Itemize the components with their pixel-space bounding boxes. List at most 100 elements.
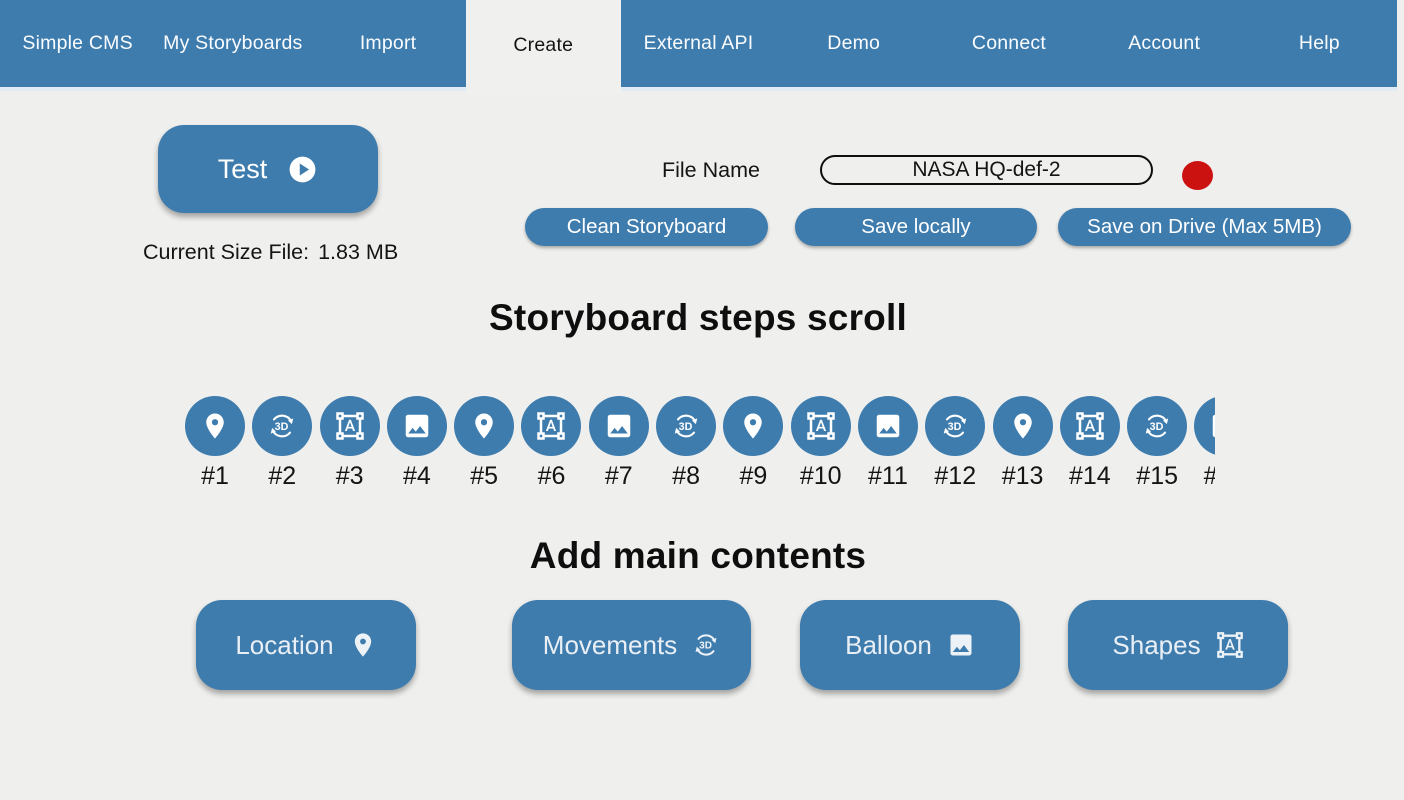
- nav-item-import[interactable]: Import: [310, 0, 466, 91]
- storyboard-step-label: #8: [672, 462, 700, 490]
- add-movements-button[interactable]: Movements 3D: [512, 600, 751, 690]
- storyboard-steps-title: Storyboard steps scroll: [489, 297, 907, 338]
- storyboard-step-12: 3D #12: [925, 396, 986, 491]
- nav-item-my-storyboards[interactable]: My Storyboards: [155, 0, 311, 91]
- storyboard-step-label: #2: [268, 462, 297, 490]
- storyboard-step-14: #14: [1059, 396, 1120, 491]
- add-balloon-label: Balloon: [845, 629, 932, 660]
- add-movements-label: Movements: [542, 629, 678, 660]
- current-file-size: Current Size File: 1.83 MB: [143, 240, 443, 265]
- 3d-rotation-icon: 3D: [940, 411, 970, 441]
- svg-text:3D: 3D: [699, 641, 712, 652]
- play-circle-icon: [287, 154, 318, 185]
- storyboard-step-label: #10: [799, 462, 842, 490]
- image-icon: [604, 411, 634, 441]
- nav-item-demo[interactable]: Demo: [776, 0, 932, 91]
- test-button-label: Test: [217, 153, 268, 184]
- storyboard-step-15: 3D #15: [1127, 396, 1188, 491]
- nav-item-help[interactable]: Help: [1241, 0, 1397, 91]
- storyboard-step-10: #10: [790, 396, 851, 491]
- image-icon: [947, 631, 975, 659]
- current-file-size-label: Current Size File:: [143, 240, 310, 264]
- storyboard-step-label: #12: [934, 462, 977, 490]
- storyboard-step-button-12[interactable]: 3D: [925, 396, 986, 456]
- storyboard-step-button-11[interactable]: [857, 396, 918, 456]
- image-icon: [1209, 411, 1215, 441]
- svg-text:3D: 3D: [679, 421, 693, 433]
- storyboard-step-9: #9: [723, 396, 784, 491]
- storyboard-step-3: #3: [319, 396, 380, 491]
- storyboard-step-button-3[interactable]: [319, 396, 380, 456]
- storyboard-step-button-16[interactable]: [1194, 396, 1215, 456]
- storyboard-step-label: #15: [1136, 462, 1179, 490]
- storyboard-step-button-6[interactable]: [521, 396, 582, 456]
- svg-text:3D: 3D: [1150, 421, 1164, 433]
- storyboard-step-1: #1: [185, 396, 245, 491]
- test-button[interactable]: Test: [158, 125, 378, 213]
- storyboard-step-13: #13: [992, 396, 1053, 491]
- 3d-rotation-icon: 3D: [1142, 411, 1172, 441]
- add-main-contents-title: Add main contents: [529, 535, 867, 576]
- image-icon: [873, 411, 903, 441]
- format-shapes-icon: [1075, 411, 1105, 441]
- format-shapes-icon: [536, 411, 566, 441]
- nav-item-simple-cms[interactable]: Simple CMS: [0, 0, 156, 91]
- file-name-input[interactable]: [820, 155, 1153, 185]
- storyboard-step-button-2[interactable]: 3D: [252, 396, 313, 456]
- storyboard-step-label: #13: [1001, 462, 1044, 490]
- nav-item-external-api[interactable]: External API: [620, 0, 777, 91]
- location-pin-icon: [349, 631, 377, 659]
- storyboard-steps-row: #1 3D #2 #3 #4 #5 #6 #7 3D #8 #9 #10 #11 3D #12 #13 #14 3…: [185, 396, 1215, 491]
- storyboard-step-11: #11: [857, 396, 918, 491]
- add-shapes-button[interactable]: Shapes: [1068, 600, 1288, 690]
- nav-item-account[interactable]: Account: [1086, 0, 1242, 91]
- save-locally-button[interactable]: Save locally: [795, 208, 1037, 246]
- clean-storyboard-button[interactable]: Clean Storyboard: [525, 208, 768, 246]
- svg-text:3D: 3D: [275, 421, 289, 433]
- save-on-drive-button[interactable]: Save on Drive (Max 5MB): [1058, 208, 1351, 246]
- storyboard-step-label: #7: [604, 462, 633, 490]
- storyboard-step-button-5[interactable]: [454, 396, 515, 456]
- storyboard-step-button-15[interactable]: 3D: [1127, 396, 1188, 456]
- add-shapes-label: Shapes: [1112, 629, 1201, 660]
- storyboard-step-16: #16: [1194, 396, 1215, 491]
- svg-text:3D: 3D: [948, 421, 962, 433]
- storyboard-step-button-8[interactable]: 3D: [656, 396, 717, 456]
- storyboard-step-5: #5: [454, 396, 515, 491]
- location-pin-icon: [469, 411, 499, 441]
- storyboard-step-label: #11: [868, 462, 908, 490]
- storyboard-step-2: 3D #2: [252, 396, 313, 491]
- storyboard-step-8: 3D #8: [656, 396, 717, 491]
- location-pin-icon: [1008, 411, 1038, 441]
- storyboard-step-button-13[interactable]: [992, 396, 1053, 456]
- 3d-rotation-icon: 3D: [671, 411, 701, 441]
- storyboard-step-button-9[interactable]: [723, 396, 784, 456]
- storyboard-step-button-7[interactable]: [588, 396, 649, 456]
- add-balloon-button[interactable]: Balloon: [800, 600, 1020, 690]
- storyboard-step-7: #7: [588, 396, 649, 491]
- add-location-label: Location: [235, 629, 334, 660]
- recording-indicator: [1182, 161, 1213, 190]
- format-shapes-icon: [806, 411, 836, 441]
- storyboard-step-label: #6: [537, 462, 566, 490]
- storyboard-step-label: #3: [335, 462, 364, 490]
- current-file-size-value: 1.83 MB: [318, 240, 399, 264]
- location-pin-icon: [738, 411, 768, 441]
- storyboard-step-button-1[interactable]: [185, 396, 245, 456]
- storyboard-step-button-14[interactable]: [1059, 396, 1120, 456]
- nav-item-create[interactable]: Create: [465, 0, 621, 95]
- location-pin-icon: [200, 411, 230, 441]
- storyboard-step-6: #6: [521, 396, 582, 491]
- image-icon: [402, 411, 432, 441]
- format-shapes-icon: [1216, 631, 1244, 659]
- storyboard-step-button-4[interactable]: [386, 396, 447, 456]
- format-shapes-icon: [335, 411, 365, 441]
- storyboard-step-label: #4: [402, 462, 431, 490]
- add-location-button[interactable]: Location: [196, 600, 416, 690]
- storyboard-step-button-10[interactable]: [790, 396, 851, 456]
- storyboard-steps-scroll[interactable]: #1 3D #2 #3 #4 #5 #6 #7 3D #8 #9 #10 #11 3D #12 #13 #14 3…: [185, 396, 1215, 500]
- storyboard-step-label: #14: [1069, 462, 1111, 490]
- nav-item-connect[interactable]: Connect: [931, 0, 1087, 91]
